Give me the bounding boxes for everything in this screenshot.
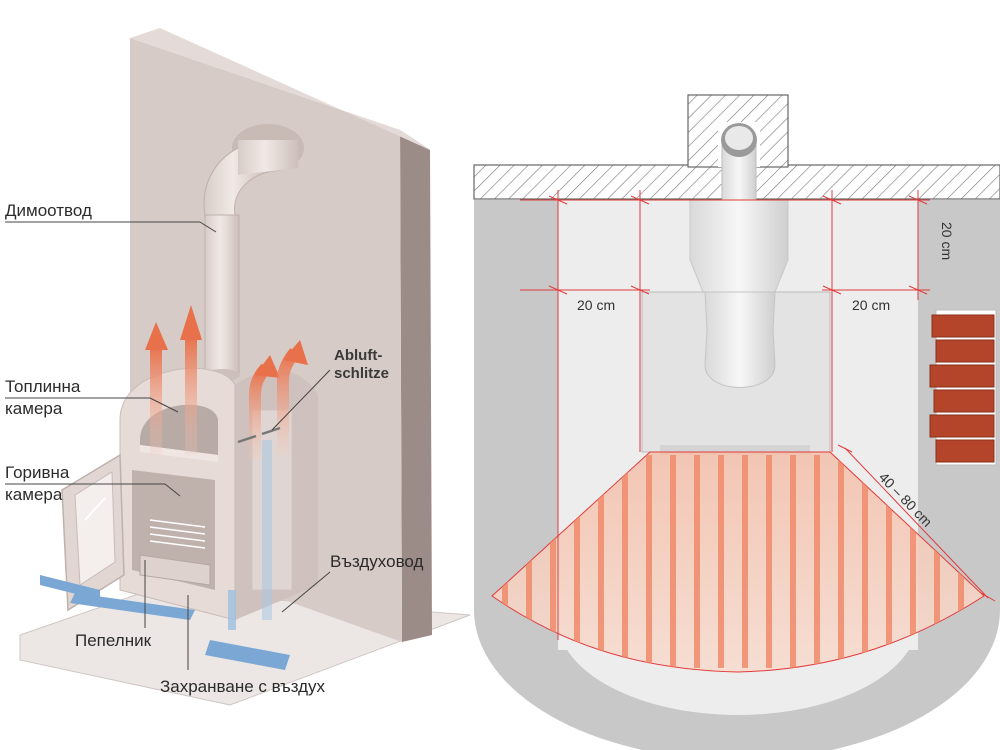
- back-wall-top: [130, 28, 430, 150]
- label-heat-chamber-2: камера: [5, 399, 63, 418]
- right-floorplan: 20 cm 20 cm 20 cm 40 – 80 cm: [473, 94, 1000, 750]
- left-stove-illustration: Димоотвод Abluft- schlitze Топлинна каме…: [5, 28, 471, 706]
- dim-rear: 20 cm: [939, 222, 955, 260]
- label-combustion-chamber-2: камера: [5, 485, 63, 504]
- heat-chamber-leader-diag: [149, 397, 179, 413]
- label-flue: Димоотвод: [5, 201, 92, 220]
- label-heat-chamber-1: Топлинна: [5, 377, 81, 396]
- air-duct-leader: [281, 571, 331, 613]
- label-combustion-chamber-1: Горивна: [5, 463, 70, 482]
- label-air-duct: Въздуховод: [330, 552, 423, 571]
- label-exhaust-slots-1: Abluft-: [334, 347, 382, 364]
- exhaust-slots-leader: [271, 369, 331, 431]
- dim-side-left: 20 cm: [577, 297, 615, 313]
- combustion-leader-diag: [164, 483, 181, 497]
- heat-flow-arrows: [145, 305, 308, 460]
- stove-door: [61, 453, 125, 612]
- back-wall-side: [400, 130, 432, 642]
- ash-pan-drawer: [139, 554, 211, 586]
- air-supply-arrows: [40, 440, 290, 670]
- label-air-supply: Захранване с въздух: [160, 677, 326, 696]
- firewood-stack: [929, 309, 997, 466]
- exhaust-slots: [237, 426, 281, 444]
- dim-side-right: 20 cm: [852, 297, 890, 313]
- flue-leader-diag: [199, 221, 217, 233]
- label-ash-pan: Пепелник: [75, 631, 152, 650]
- label-exhaust-slots-2: schlitze: [334, 365, 389, 382]
- dimension-lines: [520, 190, 996, 640]
